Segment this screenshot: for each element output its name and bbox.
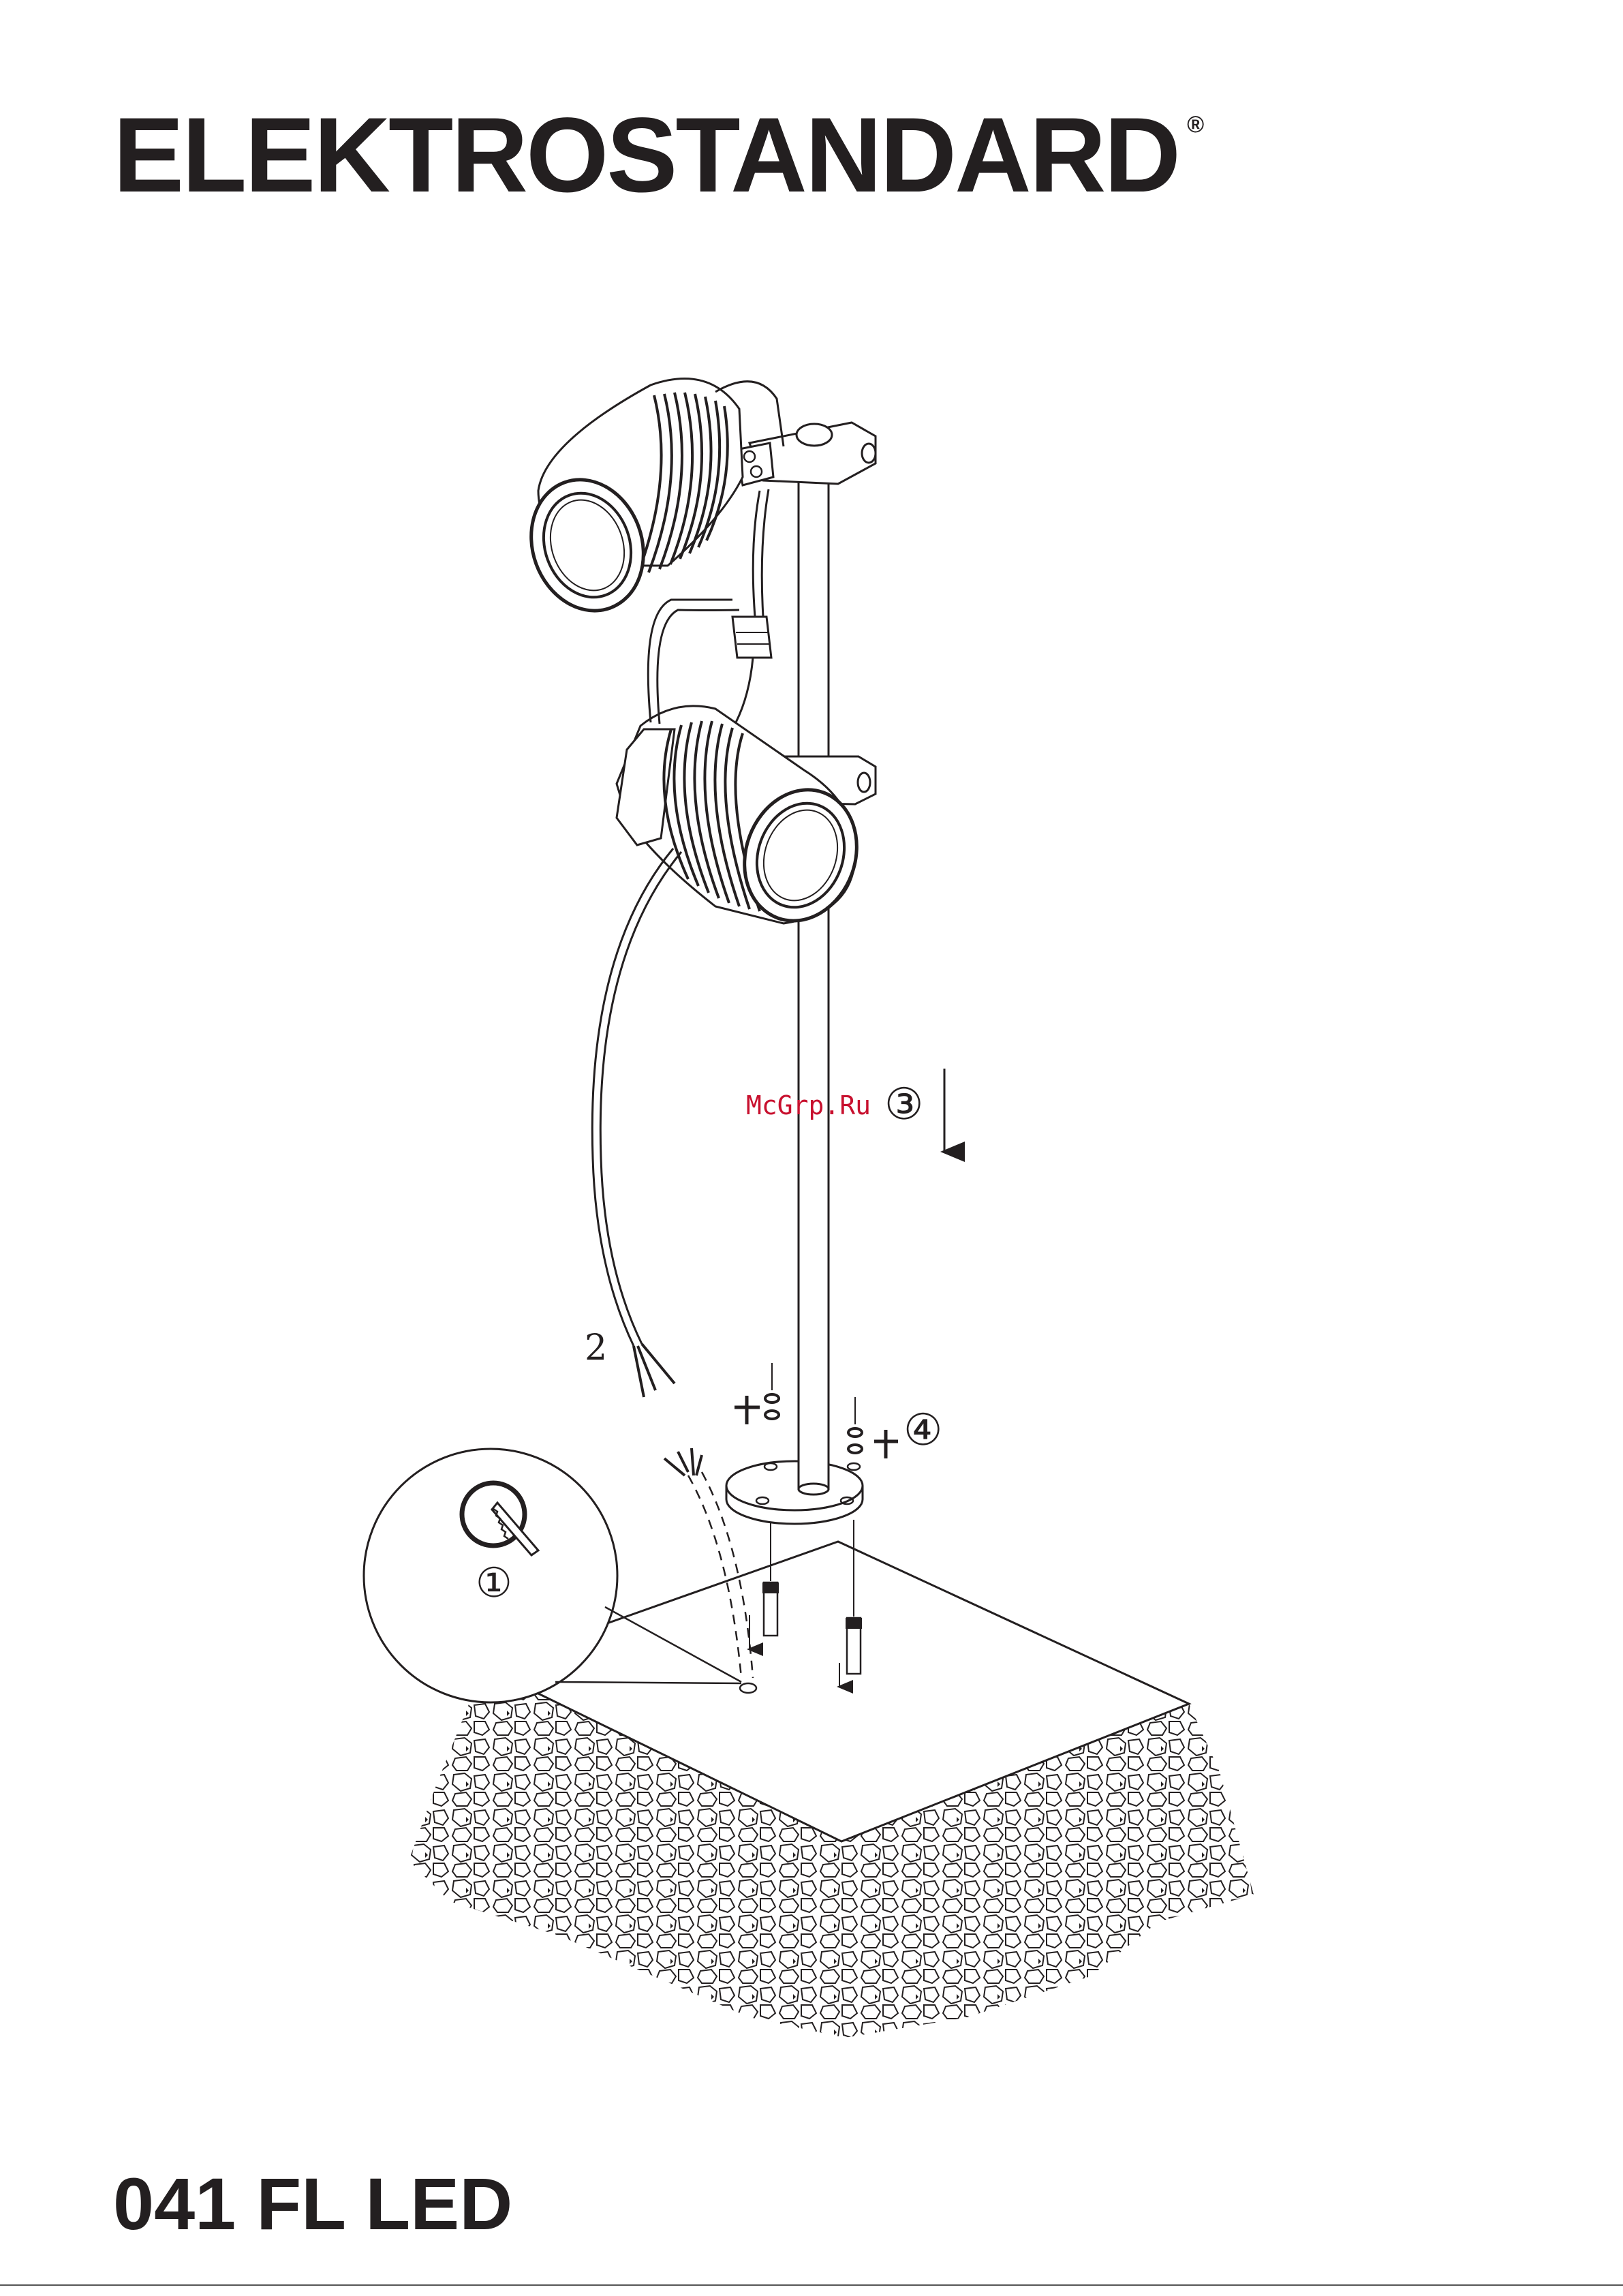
step2-label: 2 — [585, 1328, 607, 1368]
step3-indicator: ③ — [884, 1069, 944, 1152]
upper-bracket — [736, 423, 876, 485]
upper-spotlight — [513, 379, 784, 627]
step4-indicator: ④ — [735, 1363, 942, 1458]
base-plate — [726, 1461, 863, 1524]
step3-label: ③ — [884, 1080, 923, 1130]
model-number: 041 FL LED — [113, 2167, 512, 2241]
lower-spotlight — [617, 706, 875, 937]
power-cable: 2 — [585, 848, 681, 1397]
footer-divider — [0, 2284, 1623, 2286]
step1-label: ① — [476, 1559, 512, 1607]
step4-label: ④ — [903, 1405, 942, 1456]
watermark: McGrp.Ru — [746, 1090, 871, 1120]
pole — [799, 480, 829, 1495]
